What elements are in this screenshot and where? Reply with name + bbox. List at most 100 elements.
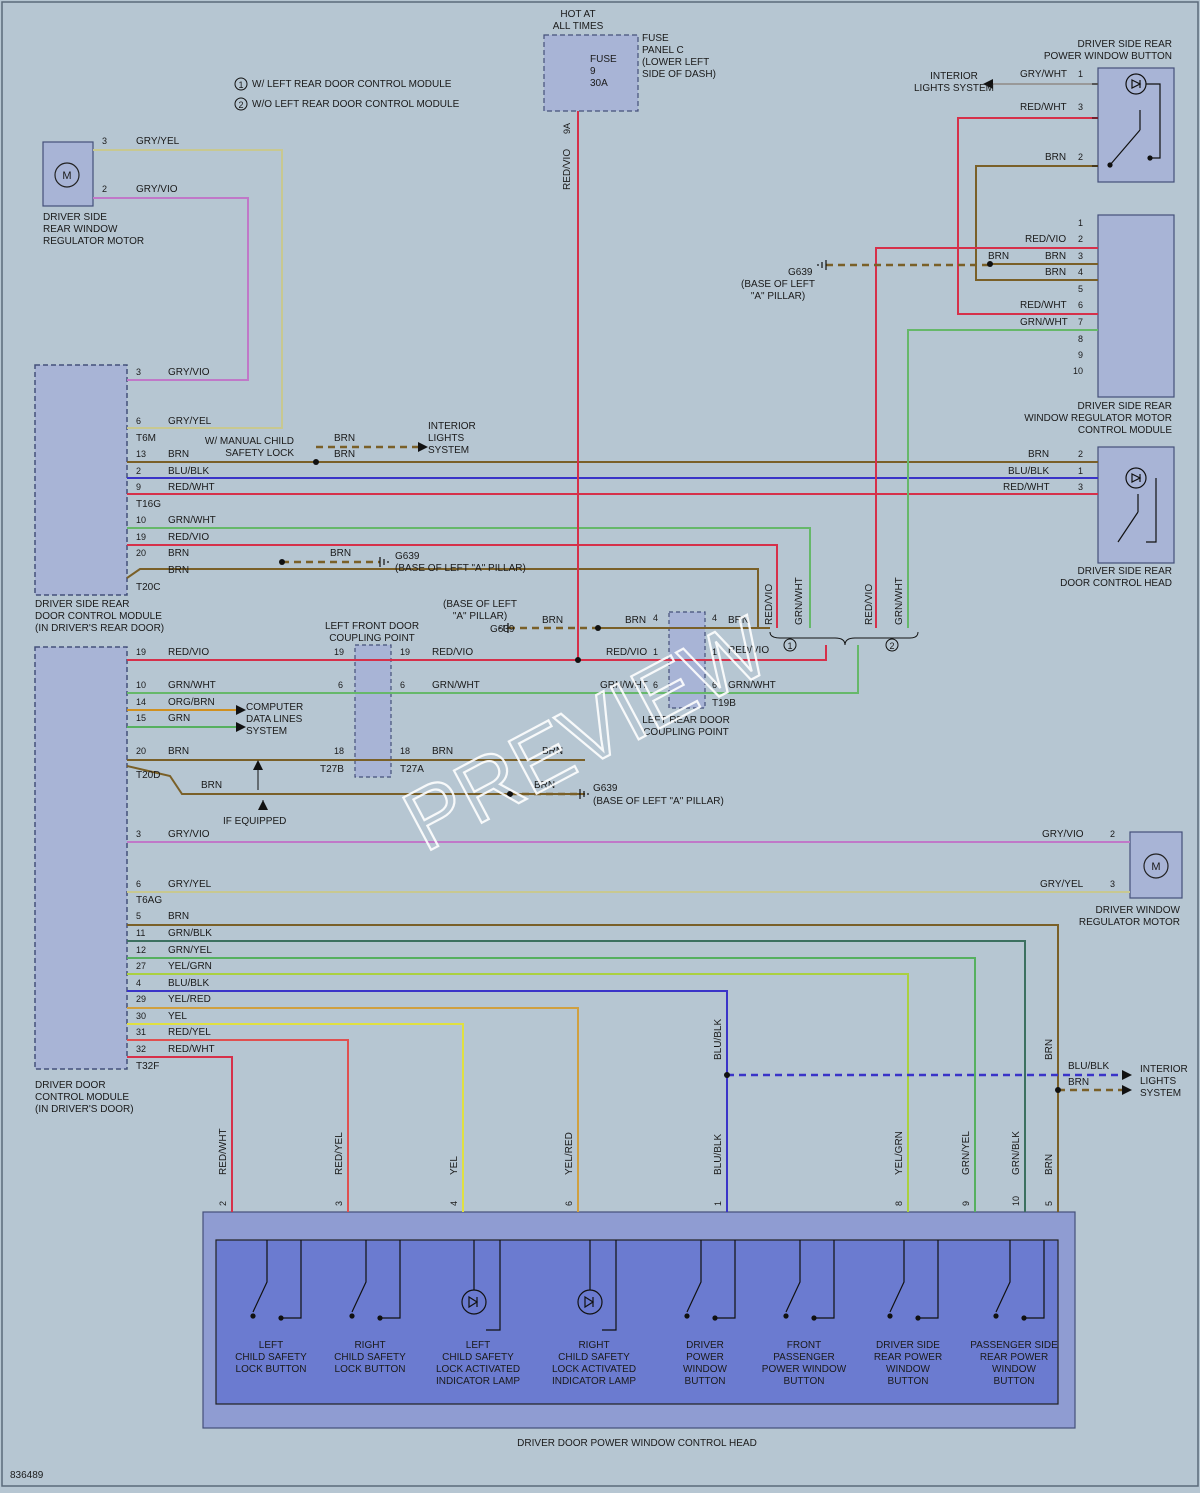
svg-text:7: 7	[1078, 317, 1083, 327]
svg-text:BRN: BRN	[542, 746, 563, 757]
svg-text:RED/WHT: RED/WHT	[218, 1128, 229, 1175]
arrow-icon	[236, 705, 246, 715]
svg-text:GRN/BLK: GRN/BLK	[1011, 1131, 1022, 1175]
svg-text:BRN: BRN	[168, 746, 189, 757]
svg-text:2: 2	[218, 1201, 228, 1206]
svg-text:2: 2	[1078, 152, 1083, 162]
arrow-icon	[236, 722, 246, 732]
svg-text:BLU/BLK: BLU/BLK	[713, 1019, 724, 1060]
wire-brn-t20c	[126, 568, 759, 628]
svg-text:12: 12	[136, 945, 146, 955]
motor-icon	[1143, 853, 1169, 879]
svg-text:GRN/WHT: GRN/WHT	[894, 577, 905, 625]
wire-red-wht-rear-btn	[957, 117, 1098, 315]
svg-text:GRY/YEL: GRY/YEL	[168, 879, 212, 890]
svg-text:31: 31	[136, 1027, 146, 1037]
arrow-icon	[983, 79, 993, 89]
svg-text:BRN: BRN	[1044, 1154, 1055, 1175]
wire-gry-vio-rear-motor	[93, 197, 249, 381]
svg-text:18: 18	[400, 746, 410, 756]
g639-coupling: G639	[490, 624, 515, 635]
switch-icon	[783, 1240, 835, 1321]
driver-rear-door-control-module	[34, 364, 128, 596]
svg-text:RED/WHT: RED/WHT	[1020, 300, 1067, 311]
svg-text:BRN: BRN	[625, 615, 646, 626]
svg-text:2: 2	[136, 466, 141, 476]
fuse-panel-box	[543, 34, 639, 112]
svg-text:GRN/WHT: GRN/WHT	[168, 515, 216, 526]
svg-text:1: 1	[1078, 218, 1083, 228]
switch-icon	[684, 1240, 736, 1321]
g639-low: G639	[593, 783, 618, 794]
svg-text:YEL/RED: YEL/RED	[564, 1132, 575, 1175]
svg-text:GRY/YEL: GRY/YEL	[1040, 879, 1084, 890]
svg-text:BRN: BRN	[334, 449, 355, 460]
arrow-icon	[253, 760, 263, 770]
svg-text:GRY/VIO: GRY/VIO	[168, 367, 210, 378]
svg-text:10: 10	[1073, 366, 1083, 376]
svg-text:BRN: BRN	[988, 251, 1009, 262]
svg-text:2: 2	[1110, 829, 1115, 839]
svg-text:GRY/YEL: GRY/YEL	[136, 136, 180, 147]
svg-text:GRY/YEL: GRY/YEL	[168, 416, 212, 427]
svg-text:RED/VIO: RED/VIO	[764, 584, 775, 625]
wire-brn-rear-btn	[975, 165, 1098, 281]
g639-top-base: (BASE OF LEFT"A" PILLAR)	[741, 279, 815, 302]
svg-text:BRN: BRN	[542, 615, 563, 626]
svg-text:6: 6	[136, 879, 141, 889]
svg-text:14: 14	[136, 697, 146, 707]
wire-yel-30	[127, 1023, 464, 1212]
svg-text:BRN: BRN	[1045, 251, 1066, 262]
g639-coupling-base: (BASE OF LEFT"A" PILLAR)	[443, 599, 517, 622]
wire-brn-t20d	[126, 765, 585, 795]
svg-text:BRN: BRN	[168, 548, 189, 559]
driver-rear-window-motor	[42, 141, 94, 207]
svg-text:BLU/BLK: BLU/BLK	[1008, 466, 1049, 477]
svg-text:2: 2	[1078, 234, 1083, 244]
svg-text:3: 3	[1078, 102, 1083, 112]
svg-text:RED/WHT: RED/WHT	[168, 482, 215, 493]
wire-yel-grn-27	[127, 973, 909, 1212]
svg-text:RED/VIO: RED/VIO	[1025, 234, 1066, 245]
fuse-pin-label: 9A	[562, 123, 572, 134]
svg-text:3: 3	[334, 1201, 344, 1206]
svg-text:GRN/WHT: GRN/WHT	[600, 680, 648, 691]
control-head-label: DRIVER DOOR POWER WINDOW CONTROL HEAD	[517, 1438, 757, 1449]
svg-text:4: 4	[136, 978, 141, 988]
indicator-lamp-icon	[577, 1240, 617, 1331]
svg-text:BRN: BRN	[1028, 449, 1049, 460]
note-2: W/O LEFT REAR DOOR CONTROL MODULE	[252, 99, 460, 110]
svg-text:10: 10	[1011, 1196, 1021, 1206]
svg-text:BRN: BRN	[201, 780, 222, 791]
conn-t27b: T27B	[320, 764, 344, 775]
svg-text:5: 5	[1078, 284, 1083, 294]
wire-gry-yel-rear-motor	[93, 149, 283, 429]
wire-grn-wht-10-drv	[127, 645, 859, 694]
svg-text:GRN: GRN	[168, 713, 190, 724]
svg-text:2: 2	[889, 641, 894, 651]
svg-text:3: 3	[1078, 482, 1083, 492]
svg-text:GRY/VIO: GRY/VIO	[136, 184, 178, 195]
conn-t19b: T19B	[712, 698, 736, 709]
svg-text:BRN: BRN	[168, 911, 189, 922]
svg-text:BRN: BRN	[1045, 152, 1066, 163]
svg-text:10: 10	[136, 515, 146, 525]
svg-text:5: 5	[136, 911, 141, 921]
svg-text:1: 1	[712, 647, 717, 657]
wire-grn-yel-12	[127, 957, 976, 1212]
svg-text:27: 27	[136, 961, 146, 971]
ground-icon	[379, 260, 827, 799]
svg-text:GRY/VIO: GRY/VIO	[1042, 829, 1084, 840]
svg-text:4: 4	[712, 613, 717, 623]
